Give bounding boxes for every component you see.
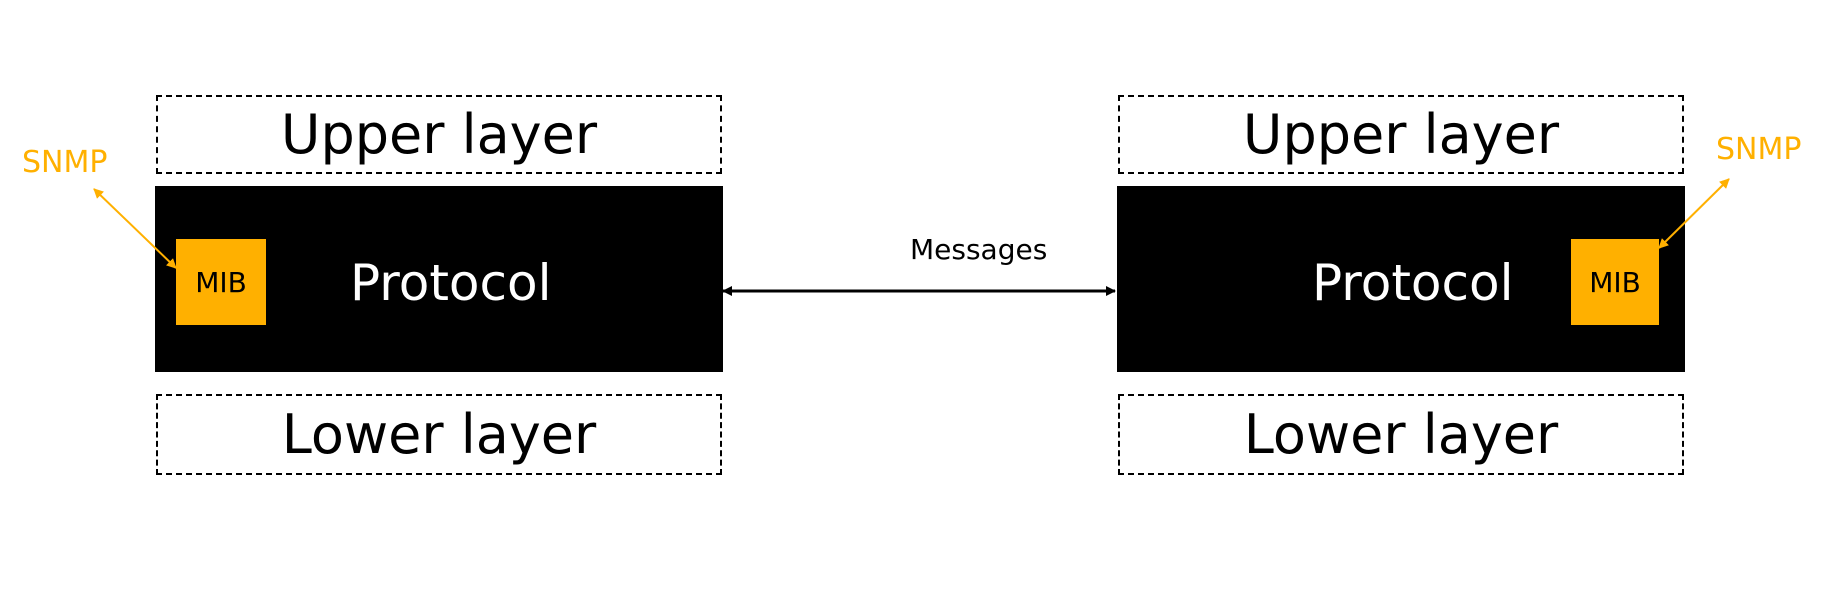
left-upper-layer-box: Upper layer [156,95,722,174]
right-snmp-arrow [1658,178,1730,249]
left-lower-layer-label: Lower layer [281,402,597,466]
left-snmp-label: SNMP [22,145,108,180]
left-mib-label: MIB [195,265,247,299]
right-mib-box: MIB [1571,239,1659,325]
left-snmp-arrow [93,188,177,269]
left-mib-box: MIB [176,239,266,325]
right-snmp-label: SNMP [1716,132,1802,167]
right-lower-layer-box: Lower layer [1118,394,1684,475]
messages-label: Messages [910,233,1048,266]
right-lower-layer-label: Lower layer [1243,402,1559,466]
left-lower-layer-box: Lower layer [156,394,722,475]
right-mib-label: MIB [1589,265,1641,299]
left-upper-layer-label: Upper layer [280,102,598,166]
right-protocol-label: Protocol [1312,254,1514,312]
right-upper-layer-box: Upper layer [1118,95,1684,174]
left-protocol-label: Protocol [350,254,552,312]
right-upper-layer-label: Upper layer [1242,102,1560,166]
